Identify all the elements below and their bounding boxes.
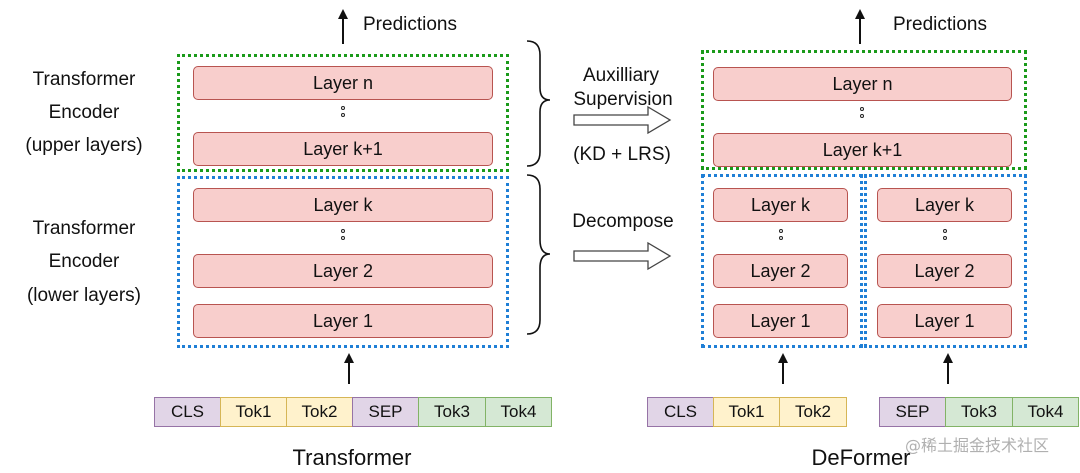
right-layer-n: Layer n — [713, 67, 1012, 101]
right-token-tok1: Tok1 — [713, 397, 780, 427]
left-title: Transformer — [292, 445, 412, 470]
left-token-tok1: Tok1 — [220, 397, 287, 427]
right-a-layer-1: Layer 1 — [713, 304, 848, 338]
right-layer-k-plus-1: Layer k+1 — [713, 133, 1012, 167]
lower-caption-line-1: Transformer — [32, 218, 136, 239]
supervision-hollow-arrow — [573, 105, 672, 135]
left-layer-2: Layer 2 — [193, 254, 493, 288]
right-a-ellipsis — [778, 229, 784, 240]
left-upper-layers-group — [177, 54, 509, 172]
supervision-detail: (KD + LRS) — [573, 144, 671, 165]
watermark: @稀土掘金技术社区 — [905, 436, 1050, 455]
left-layer-n: Layer n — [193, 66, 493, 100]
left-layer-k-plus-1: Layer k+1 — [193, 132, 493, 166]
right-token-sep: SEP — [879, 397, 946, 427]
supervision-label-line-2: Supervision — [573, 89, 673, 110]
upper-caption-line-1: Transformer — [32, 69, 136, 90]
left-token-tok2: Tok2 — [286, 397, 353, 427]
lower-caption-line-2: Encoder — [48, 251, 120, 272]
left-layer-1: Layer 1 — [193, 304, 493, 338]
right-b-layer-k: Layer k — [877, 188, 1012, 222]
decompose-label: Decompose — [572, 211, 674, 232]
right-b-layer-1: Layer 1 — [877, 304, 1012, 338]
right-upper-ellipsis — [859, 107, 865, 118]
right-lower-group-b — [864, 174, 1027, 348]
right-lower-group-a — [701, 174, 863, 348]
right-title: DeFormer — [811, 445, 911, 470]
left-lower-layers-group — [177, 176, 509, 348]
left-layer-k: Layer k — [193, 188, 493, 222]
left-token-tok3: Tok3 — [418, 397, 486, 427]
right-prediction-label: Predictions — [893, 14, 987, 35]
right-token-tok3: Tok3 — [945, 397, 1013, 427]
right-token-cls: CLS — [647, 397, 714, 427]
left-token-sep: SEP — [352, 397, 419, 427]
right-b-ellipsis — [942, 229, 948, 240]
left-upper-ellipsis — [340, 106, 346, 117]
upper-brace — [526, 40, 551, 167]
right-a-layer-2: Layer 2 — [713, 254, 848, 288]
left-token-tok4: Tok4 — [485, 397, 552, 427]
upper-caption-line-3: (upper layers) — [25, 135, 143, 156]
lower-caption-line-3: (lower layers) — [26, 285, 142, 306]
decompose-hollow-arrow — [573, 241, 672, 271]
supervision-label-line-1: Auxilliary — [582, 65, 660, 86]
right-token-tok4: Tok4 — [1012, 397, 1079, 427]
left-prediction-label: Predictions — [363, 14, 457, 35]
right-b-layer-2: Layer 2 — [877, 254, 1012, 288]
left-lower-ellipsis — [340, 229, 346, 240]
left-token-cls: CLS — [154, 397, 221, 427]
right-a-layer-k: Layer k — [713, 188, 848, 222]
right-upper-layers-group — [701, 50, 1027, 170]
right-token-tok2: Tok2 — [779, 397, 847, 427]
lower-brace — [526, 174, 551, 335]
upper-caption-line-2: Encoder — [48, 102, 120, 123]
